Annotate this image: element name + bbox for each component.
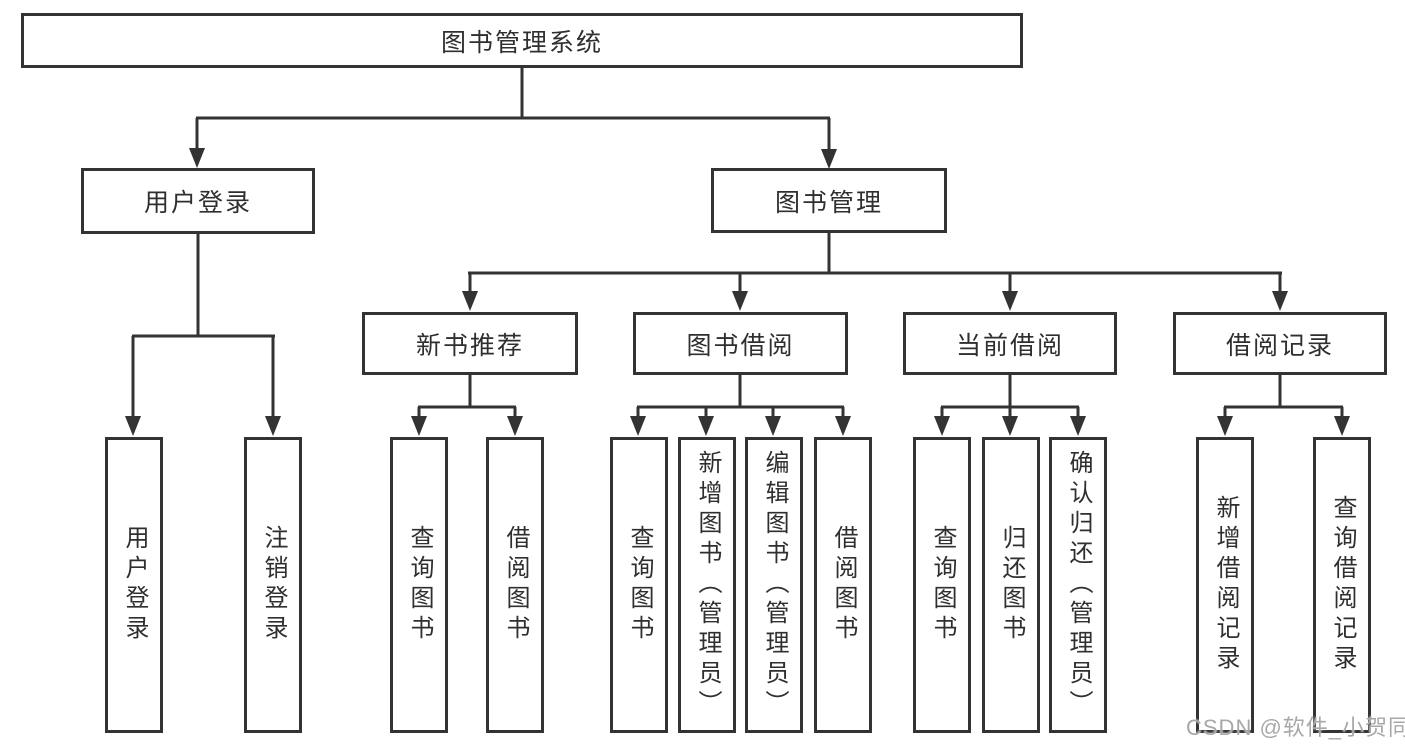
node-add-borrow-record-label: 新增借阅记录	[1212, 495, 1239, 675]
node-borrow-book-label: 借阅图书	[830, 525, 857, 645]
node-borrow-records-label: 借阅记录	[1225, 331, 1334, 360]
node-confirm-return-admin: 确认归还（管理员）	[1049, 437, 1107, 733]
node-query-borrow-record-label: 查询借阅记录	[1329, 495, 1356, 675]
connector-new-book-rec-group	[411, 375, 523, 436]
node-book-borrow-label: 图书借阅	[686, 331, 795, 360]
node-add-book-admin-label: 新增图书（管理员）	[694, 450, 721, 720]
node-current-borrow: 当前借阅	[903, 312, 1117, 375]
node-borrow-book-rec: 借阅图书	[486, 437, 544, 733]
node-add-book-admin: 新增图书（管理员）	[678, 437, 736, 733]
node-book-mgmt: 图书管理	[711, 168, 947, 233]
node-edit-book-admin: 编辑图书（管理员）	[745, 437, 803, 733]
connector-root-to-level1	[189, 68, 837, 169]
connector-user-login-group	[125, 234, 281, 436]
node-book-mgmt-label: 图书管理	[774, 188, 883, 217]
connector-book-borrow-group	[630, 375, 851, 436]
node-library-system-label: 图书管理系统	[440, 28, 603, 57]
node-borrow-book: 借阅图书	[814, 437, 872, 733]
connector-current-borrow-group	[934, 375, 1086, 436]
node-query-book-current: 查询图书	[913, 437, 971, 733]
node-query-borrow-record: 查询借阅记录	[1313, 437, 1371, 733]
node-user-login: 用户登录	[105, 437, 163, 733]
node-query-book-rec: 查询图书	[390, 437, 448, 733]
csdn-watermark: CSDN @软件_小贺同学	[1186, 715, 1405, 740]
node-confirm-return-admin-label: 确认归还（管理员）	[1065, 450, 1092, 720]
node-new-book-rec-label: 新书推荐	[415, 331, 524, 360]
node-new-book-rec: 新书推荐	[362, 312, 578, 375]
node-query-book-borrow: 查询图书	[610, 437, 668, 733]
node-edit-book-admin-label: 编辑图书（管理员）	[761, 450, 788, 720]
node-add-borrow-record: 新增借阅记录	[1196, 437, 1254, 733]
node-return-book: 归还图书	[982, 437, 1040, 733]
node-current-borrow-label: 当前借阅	[955, 331, 1064, 360]
node-user-login-group-label: 用户登录	[143, 189, 252, 217]
node-query-book-rec-label: 查询图书	[406, 525, 433, 645]
node-logout-label: 注销登录	[260, 525, 287, 645]
node-query-book-borrow-label: 查询图书	[626, 525, 653, 645]
node-user-login-group: 用户登录	[81, 168, 315, 234]
node-logout: 注销登录	[244, 437, 302, 733]
node-query-book-current-label: 查询图书	[929, 525, 956, 645]
connector-borrow-records-group	[1217, 375, 1350, 436]
node-borrow-records: 借阅记录	[1173, 312, 1387, 375]
node-book-borrow: 图书借阅	[633, 312, 848, 375]
node-borrow-book-rec-label: 借阅图书	[502, 525, 529, 645]
node-library-system: 图书管理系统	[21, 13, 1023, 68]
node-user-login-label: 用户登录	[121, 525, 148, 645]
node-return-book-label: 归还图书	[998, 525, 1025, 645]
connector-book-mgmt-to-level2	[462, 233, 1288, 311]
